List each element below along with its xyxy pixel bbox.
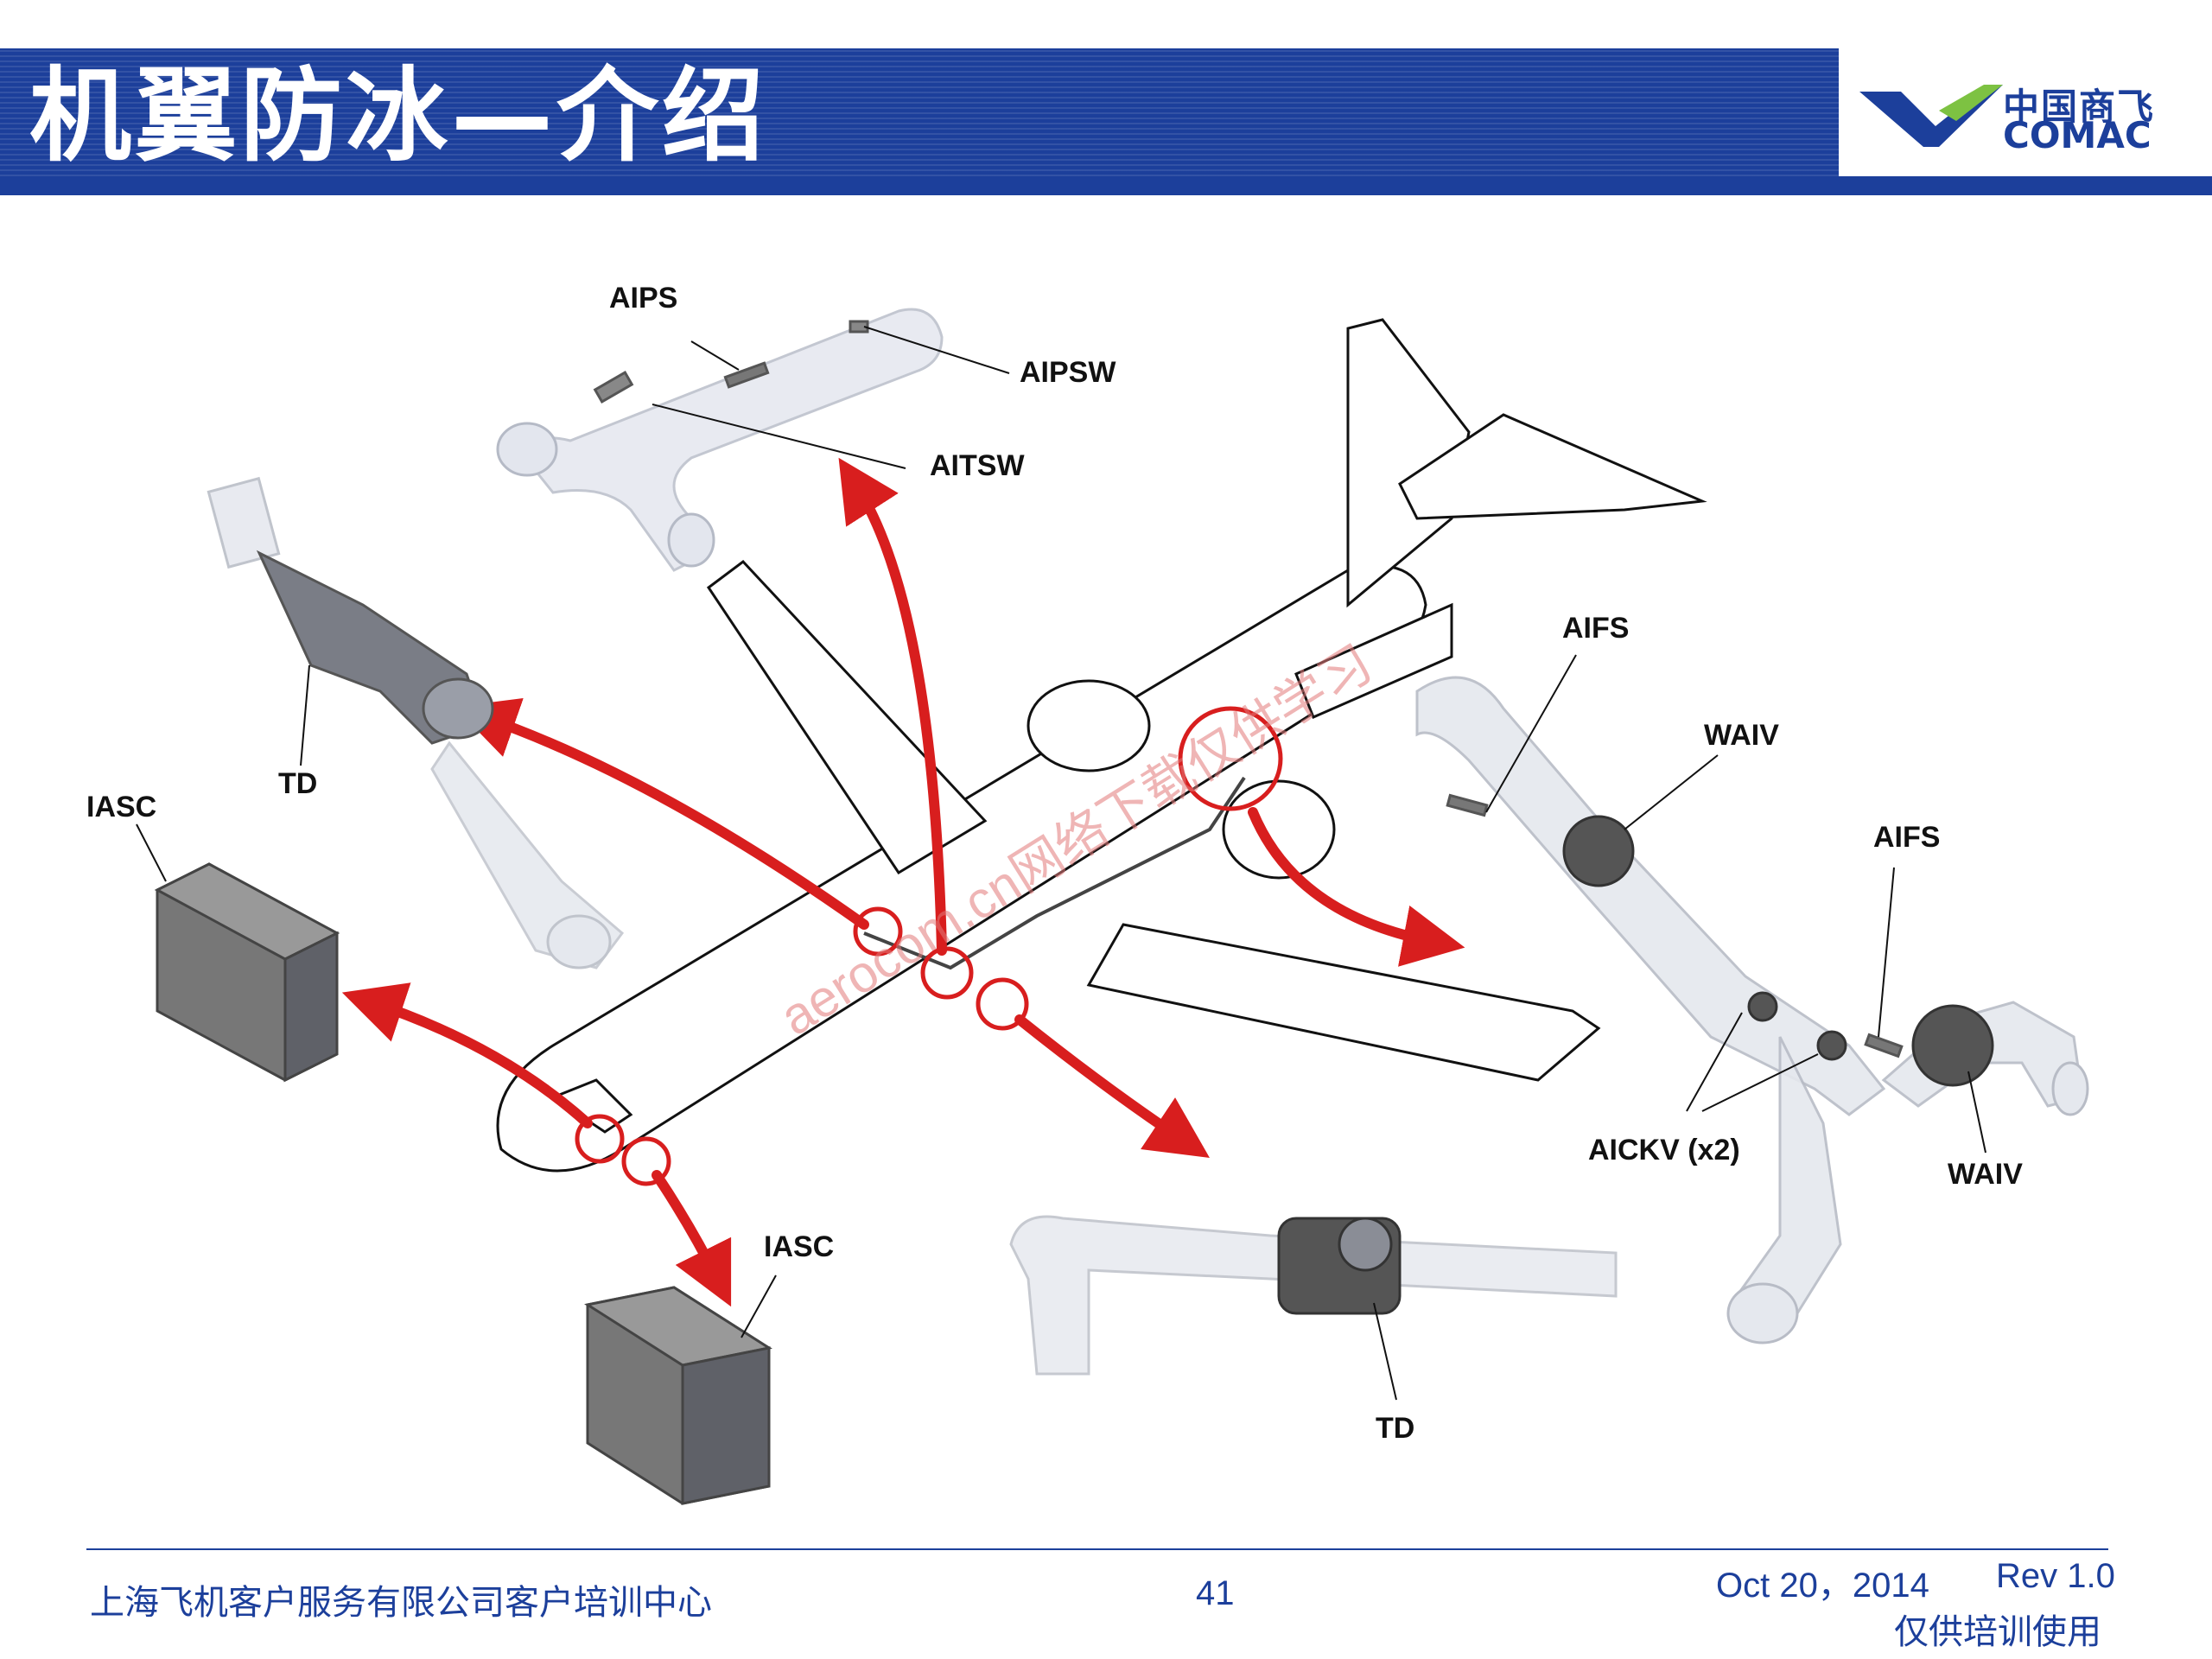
aircraft-outline [496,318,1707,1173]
logo-wing-green [1939,85,2003,121]
label-waiv-bottom: WAIV [1948,1158,2023,1191]
aitsw-switch-icon [593,371,634,404]
circle-iasc-1 [575,1114,625,1164]
label-iasc-left: IASC [86,791,156,823]
top-duct-assembly [496,308,944,572]
label-aitsw: AITSW [930,449,1025,482]
aifs-sensor-right-icon [1864,1033,1904,1058]
logo-text-cn: 中国商飞 [2003,86,2156,128]
circle-iasc-valve [976,977,1029,1031]
circle-aips [920,946,974,1000]
comac-logo-icon [1859,85,2003,147]
label-aipsw: AIPSW [1020,356,1116,389]
footer-revision: Rev 1.0 [1996,1557,2115,1595]
highlight-circles [575,706,1283,1186]
label-aifs-right: AIFS [1873,821,1940,854]
aips-sensor-icon [723,361,770,389]
leader-lines [136,326,1986,1401]
circle-td [853,906,903,957]
horizontal-stabilizer [1398,413,1707,520]
stabilizer-left [1294,602,1453,719]
waiv-upper-icon [1562,815,1635,887]
vertical-tail [1346,318,1471,608]
arrow-to-td-bottom [1014,1014,1210,1158]
label-td-left: TD [278,767,317,800]
waiv-lower-icon [1911,1004,1994,1087]
right-wing [1086,923,1601,1082]
footer-date: Oct 20，2014 [1716,1567,1929,1605]
footer-note: 仅供培训使用 [1894,1612,2101,1652]
page-number: 41 [1196,1574,1235,1612]
left-engine [1027,679,1151,772]
footer-divider [86,1548,2108,1550]
wing-anti-ice-diagram: AIPS AIPSW AITSW TD IASC IASC AIFS WAIV … [86,282,2089,1505]
circle-iasc-2 [621,1136,671,1186]
aipsw-switch-icon [849,320,869,334]
arrow-to-iasc-bottom [652,1170,732,1307]
arrow-to-right-group [1248,807,1465,967]
callout-arrows [341,457,1465,1307]
left-wing [706,559,988,875]
arrow-to-aitsw [838,457,947,956]
label-aickv: AICKV (x2) [1588,1134,1740,1166]
title-underline [0,176,2212,195]
component-labels: AIPS AIPSW AITSW TD IASC IASC AIFS WAIV … [86,282,2023,1445]
page-title: 机翼防冰—介绍 [29,56,768,175]
bottom-td-assembly [1009,1215,1618,1376]
right-duct-group [1415,676,2089,1344]
label-td-bottom: TD [1376,1412,1414,1445]
aickv-valve-2-icon [1816,1030,1847,1061]
label-aifs-top: AIFS [1562,612,1629,645]
label-waiv-top: WAIV [1704,719,1779,752]
arrow-to-td [454,697,869,930]
aickv-valve-1-icon [1747,991,1778,1022]
aifs-sensor-top-icon [1446,793,1489,817]
footer-company: 上海飞机客户服务有限公司客户培训中心 [90,1583,712,1623]
label-aips: AIPS [609,282,677,315]
left-td-assembly [207,476,625,969]
logo-text-en: COMAC [2003,114,2152,156]
duct-route [863,776,1246,970]
arrow-to-iasc-left [341,982,593,1128]
iasc-box-left [154,862,340,1083]
logo-wing-blue [1859,85,2003,147]
circle-aifs [1178,706,1283,811]
label-iasc-bottom: IASC [764,1230,834,1263]
title-bar [0,48,1839,176]
iasc-box-bottom [584,1286,772,1505]
